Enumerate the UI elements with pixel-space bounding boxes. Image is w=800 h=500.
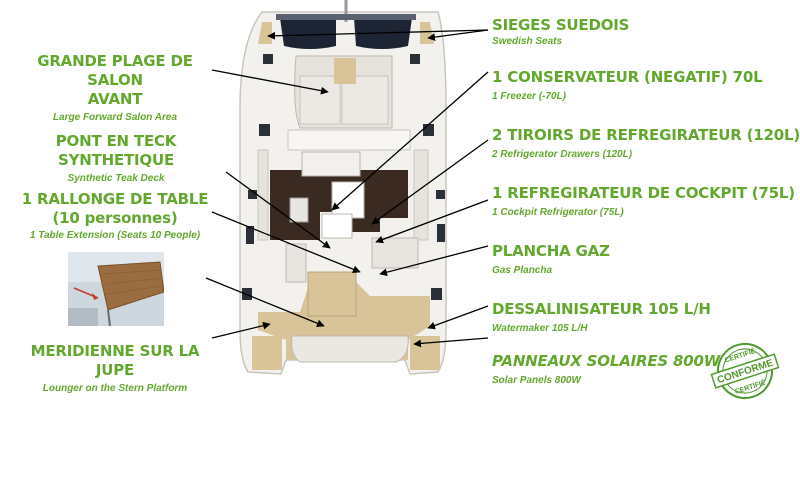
hatch [437, 224, 445, 242]
stove [289, 197, 309, 223]
label-main: 2 TIROIRS DE REFREGIRATEUR (120L) [492, 126, 800, 144]
hatch [248, 190, 257, 199]
arrow-freezer [331, 71, 489, 211]
arrow-lounger [211, 321, 271, 339]
table-extension-photo [68, 252, 164, 326]
label-main: 1 REFREGIRATEUR DE COCKPIT (75L) [492, 184, 795, 202]
arrow-cockpit-fridge [375, 199, 489, 244]
hatch [263, 54, 273, 64]
conformity-stamp-icon: CERTIFIÉ CONFORME CERTIFIÉ [710, 343, 780, 399]
arrow-teak-deck [225, 171, 331, 249]
arrow-swedish-right [427, 29, 489, 41]
label-swedish-seats: SIEGES SUEDOIS Swedish Seats [492, 16, 629, 48]
label-table-extension: 1 RALLONGE DE TABLE (10 personnes) 1 Tab… [10, 190, 220, 242]
label-plancha: PLANCHA GAZ Gas Plancha [492, 242, 610, 277]
label-sub: Solar Panels 800W [492, 375, 581, 386]
label-main: MERIDIENNE SUR LA JUPE [30, 342, 200, 379]
label-main: SIEGES SUEDOIS [492, 16, 630, 34]
hatch [436, 190, 445, 199]
arrow-plancha [379, 245, 489, 277]
label-main: 1 RALLONGE DE TABLE (10 personnes) [21, 190, 209, 227]
galley-sink [331, 181, 365, 219]
galley-counter [301, 151, 361, 177]
bow-net-left [280, 18, 336, 49]
label-sub: 2 Refrigerator Drawers (120L) [492, 149, 633, 160]
label-sub: 1 Cockpit Refrigerator (75L) [492, 207, 624, 218]
label-teak-deck: PONT EN TECK SYNTHETIQUE Synthetic Teak … [4, 132, 228, 185]
label-main: GRANDE PLAGE DE SALON AVANT [37, 52, 193, 108]
label-cockpit-fridge: 1 REFREGIRATEUR DE COCKPIT (75L) 1 Cockp… [492, 184, 795, 219]
label-main: DESSALINISATEUR 105 L/H [492, 300, 711, 318]
label-sub: 1 Freezer (-70L) [492, 91, 566, 102]
arrow-solar [413, 337, 489, 348]
arrow-watermaker [427, 305, 489, 330]
arrow-fridge-drawers [371, 139, 489, 225]
label-main: PONT EN TECK SYNTHETIQUE [55, 132, 177, 169]
label-forward-salon: GRANDE PLAGE DE SALON AVANT Large Forwar… [10, 52, 220, 124]
label-fridge-drawers: 2 TIROIRS DE REFREGIRATEUR (120L) 2 Refr… [492, 126, 800, 161]
stern-step-left [252, 336, 282, 370]
forward-teak-pad [334, 58, 356, 84]
arrow-table-extension [211, 211, 361, 273]
bow-crossbar [276, 14, 416, 20]
label-solar-panels: PANNEAUX SOLAIRES 800W Solar Panels 800W [492, 352, 720, 387]
arrow-swedish-left [267, 29, 489, 40]
hatch [410, 54, 420, 64]
hatch [431, 288, 442, 300]
hatch [259, 124, 270, 136]
hatch [423, 124, 434, 136]
stern-lounger [291, 335, 409, 363]
label-stern-lounger: MERIDIENNE SUR LA JUPE Lounger on the St… [10, 342, 220, 395]
label-sub: Swedish Seats [492, 36, 563, 47]
label-main: PLANCHA GAZ [492, 242, 610, 260]
arrow-teak-cockpit [205, 277, 325, 327]
label-sub: Synthetic Teak Deck [67, 173, 165, 184]
hatch [246, 226, 254, 244]
forward-lounge-cushion-1 [299, 75, 341, 125]
label-freezer: 1 CONSERVATEUR (NEGATIF) 70L 1 Freezer (… [492, 68, 763, 103]
cockpit-table [307, 271, 357, 317]
label-sub: Lounger on the Stern Platform [42, 383, 188, 394]
helm-seat [285, 243, 307, 283]
saloon-table [321, 213, 353, 239]
cabin-bulkhead-right [413, 149, 429, 241]
label-main: 1 CONSERVATEUR (NEGATIF) 70L [492, 68, 763, 86]
label-sub: 1 Table Extension (Seats 10 People) [29, 230, 201, 241]
label-watermaker: DESSALINISATEUR 105 L/H Watermaker 105 L… [492, 300, 711, 335]
label-sub: Watermaker 105 L/H [492, 323, 588, 334]
label-main: PANNEAUX SOLAIRES 800W [492, 352, 721, 370]
arrow-salon [211, 69, 329, 95]
coachroof-window [287, 129, 411, 151]
label-sub: Large Forward Salon Area [52, 112, 178, 123]
label-sub: Gas Plancha [492, 265, 553, 276]
